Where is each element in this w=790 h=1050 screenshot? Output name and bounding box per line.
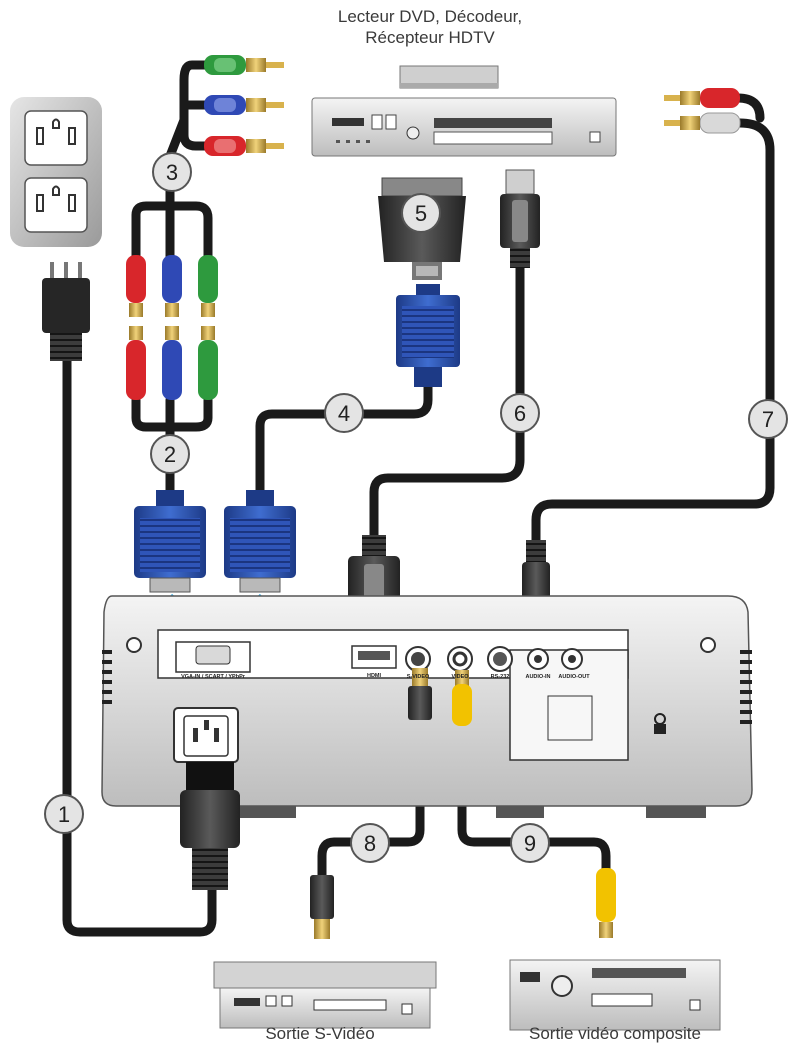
callout-4: 4 — [324, 393, 364, 433]
callout-6-label: 6 — [514, 401, 526, 426]
composite-source-device — [509, 959, 721, 1031]
dvd-player-device — [311, 65, 617, 157]
callout-5: 5 — [401, 193, 441, 233]
port-label-svideo: S-VIDEO — [407, 674, 430, 680]
source-device-caption: Lecteur DVD, Décodeur, Récepteur HDTV — [330, 6, 530, 48]
composite-plug-top — [452, 670, 472, 726]
callout-1-label: 1 — [58, 802, 70, 827]
port-label-audio-in: AUDIO-IN — [525, 674, 550, 680]
composite-out-caption: Sortie vidéo composite — [529, 1024, 701, 1043]
callout-3: 3 — [152, 152, 192, 192]
audio-cable — [531, 118, 775, 545]
callout-7-label: 7 — [762, 407, 774, 432]
port-label-rs232: RS-232 — [491, 674, 510, 680]
component-rca-pairs — [126, 255, 218, 400]
svideo-plug-bottom — [310, 875, 334, 939]
svideo-source-device — [213, 961, 437, 1029]
power-plug — [42, 262, 90, 361]
hdmi-plug-top — [500, 169, 540, 268]
callout-3-label: 3 — [166, 160, 178, 185]
callout-8-label: 8 — [364, 831, 376, 856]
source-caption-line1: Lecteur DVD, Décodeur, — [337, 7, 523, 26]
callout-1: 1 — [44, 794, 84, 834]
power-cable — [62, 355, 217, 937]
vga-plug-left — [134, 490, 206, 593]
kensington-lock-icon — [654, 713, 666, 734]
svideo-out-caption: Sortie S-Vidéo — [265, 1024, 375, 1043]
vga-plug-right — [224, 490, 296, 593]
callout-7: 7 — [748, 399, 788, 439]
hdmi-cable — [369, 263, 525, 540]
callout-6: 6 — [500, 393, 540, 433]
port-label-hdmi: HDMI — [367, 673, 382, 679]
component-rca-top — [204, 55, 284, 156]
source-caption-line2: Récepteur HDTV — [365, 28, 495, 47]
callout-8: 8 — [350, 823, 390, 863]
callout-4-label: 4 — [338, 401, 350, 426]
callout-9-label: 9 — [524, 831, 536, 856]
port-labels: VGA-IN / SCART / YPbPr HDMI S-VIDEO VIDE… — [181, 673, 590, 680]
callout-2-label: 2 — [164, 442, 176, 467]
power-connector — [180, 762, 240, 890]
audio-rca-plugs — [664, 88, 741, 134]
callout-2: 2 — [150, 434, 190, 474]
vga-connector-adapter — [396, 284, 460, 387]
port-label-audio-out: AUDIO-OUT — [558, 674, 590, 680]
port-label-vga: VGA-IN / SCART / YPbPr — [181, 674, 246, 680]
port-label-video: VIDEO — [451, 674, 469, 680]
wall-outlet — [10, 97, 102, 247]
callout-5-label: 5 — [415, 201, 427, 226]
svideo-plug-top — [408, 668, 432, 720]
composite-plug-bottom — [596, 868, 616, 938]
callout-9: 9 — [510, 823, 550, 863]
